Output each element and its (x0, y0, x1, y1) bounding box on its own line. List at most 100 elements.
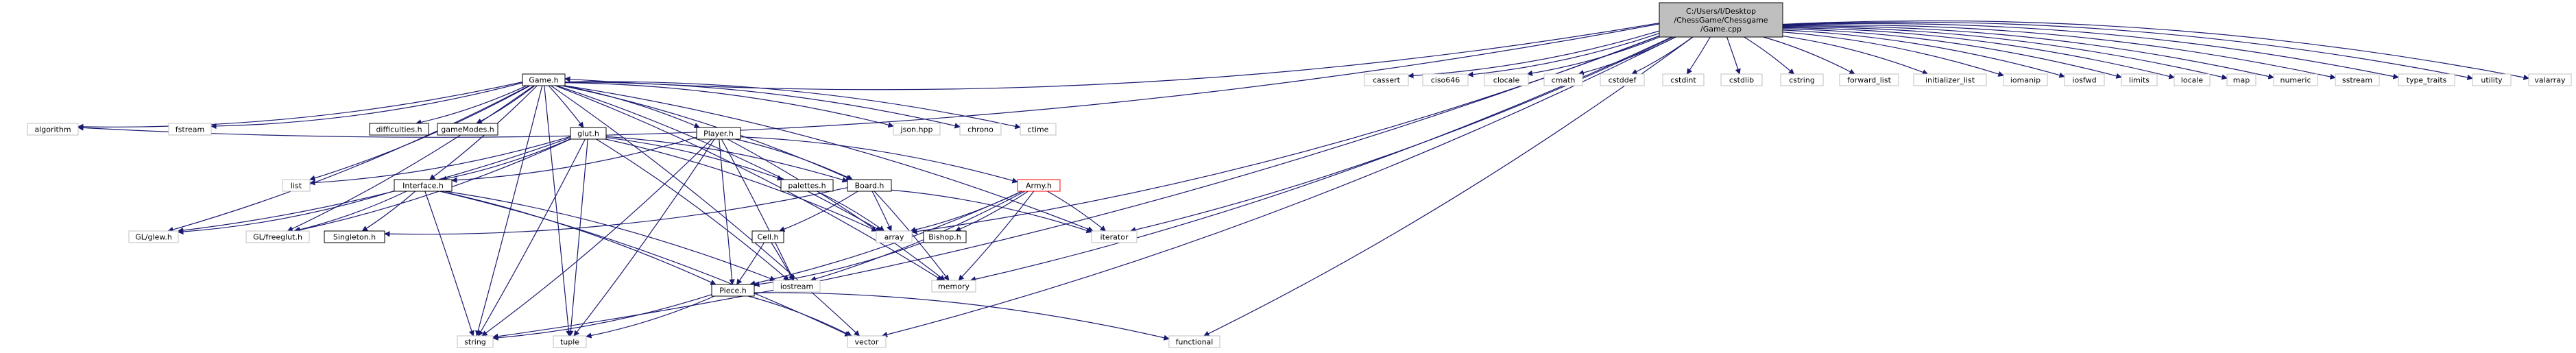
edge-playerh-to-iostream (721, 138, 795, 281)
node-box (1662, 73, 1705, 86)
edge-root-to-forward_list (1763, 36, 1855, 75)
node-label: valarray (2534, 76, 2566, 85)
node-label: /Game.cpp (1700, 25, 1742, 34)
node-iosfwd: iosfwd (2064, 73, 2105, 86)
edge-root-to-memory (970, 36, 1672, 282)
edge-pieceh-to-string (492, 294, 712, 341)
edge-gameh-to-glglew (167, 85, 530, 232)
node-box (773, 280, 821, 293)
node-label: functional (1176, 338, 1214, 347)
edge-armyh-to-array (910, 191, 1023, 233)
node-label: json.hpp (900, 125, 933, 134)
node-box (369, 123, 429, 136)
node-box (457, 335, 494, 348)
node-label: iosfwd (2072, 76, 2096, 85)
node-cellh[interactable]: Cell.h (751, 230, 784, 243)
node-root[interactable]: C:/Users/I/Desktop/ChessGame/Chessgame/G… (1659, 2, 1783, 38)
edge-root-to-numeric (1782, 25, 2274, 80)
edge-armyh-to-iterator (1047, 191, 1107, 232)
edge-root-to-clocale (1526, 36, 1660, 76)
node-label: Army.h (1026, 182, 1052, 191)
node-interfaceh[interactable]: Interface.h (394, 179, 453, 192)
edge-gameh-to-string (475, 85, 543, 337)
edge-gameh-to-array (556, 85, 882, 232)
edge-cellh-to-pieceh (736, 242, 765, 285)
node-iterator: iterator (1091, 230, 1137, 243)
node-pieceh[interactable]: Piece.h (711, 284, 755, 297)
node-boardh[interactable]: Board.h (847, 179, 892, 192)
node-label: Game.h (529, 76, 558, 85)
edge-interfaceh-to-iostream (444, 191, 776, 282)
node-algorithm: algorithm (27, 123, 79, 136)
node-label: glut.h (577, 130, 599, 138)
node-box (394, 179, 453, 192)
node-box (168, 123, 212, 136)
node-label: array (884, 233, 904, 242)
node-array: array (876, 230, 913, 243)
edge-root-to-string (492, 35, 1660, 339)
node-box (847, 335, 887, 348)
edge-palettes-to-array (817, 191, 885, 232)
node-label: Piece.h (719, 287, 747, 295)
node-singleton[interactable]: Singleton.h (324, 230, 385, 243)
node-box (751, 230, 784, 243)
edge-gameh-to-iterator (564, 85, 1094, 232)
node-iomanip: iomanip (2003, 73, 2048, 86)
node-box (2398, 73, 2455, 86)
edge-playerh-to-string (481, 138, 712, 337)
node-box (2528, 73, 2572, 86)
node-box (522, 73, 566, 86)
node-label: GL/glew.h (135, 233, 172, 242)
edge-interfaceh-to-vector (439, 191, 851, 337)
node-label: clocale (1493, 76, 1520, 85)
node-gameh[interactable]: Game.h (522, 73, 566, 86)
node-label: Cell.h (757, 233, 778, 242)
node-initializer_list: initializer_list (1913, 73, 1987, 86)
node-gameModes[interactable]: gameModes.h (437, 123, 498, 136)
edge-root-to-cassert (1408, 30, 1660, 79)
node-gluth[interactable]: glut.h (570, 127, 607, 140)
edge-root-to-ciso646 (1467, 33, 1660, 77)
node-jsonhpp: json.hpp (893, 123, 941, 136)
node-tuple: tuple (553, 335, 587, 348)
edge-pieceh-to-tuple (586, 295, 715, 339)
node-label: palettes.h (788, 182, 826, 191)
node-label: map (2233, 76, 2250, 85)
node-armyh[interactable]: Army.h (1017, 179, 1061, 192)
edge-gameh-to-tuple (544, 85, 572, 337)
node-label: sstream (2342, 76, 2372, 85)
node-label: GL/freeglut.h (253, 233, 302, 242)
edge-root-to-cstdlib (1726, 36, 1741, 75)
edge-root-to-map (1782, 26, 2228, 80)
node-label: C:/Users/I/Desktop (1686, 7, 1756, 16)
edge-playerh-to-memory (727, 138, 946, 281)
node-box (959, 123, 1002, 136)
node-label: Bishop.h (928, 233, 961, 242)
node-playerh[interactable]: Player.h (696, 127, 741, 140)
edge-pieceh-to-functional (754, 292, 1170, 341)
node-box (1168, 335, 1220, 348)
node-label: cmath (1552, 76, 1576, 85)
node-box (780, 179, 834, 192)
node-valarray: valarray (2528, 73, 2572, 86)
edge-root-to-gameh (564, 22, 1660, 90)
node-label: Singleton.h (333, 233, 376, 242)
node-label: initializer_list (1925, 76, 1975, 85)
node-box (1600, 73, 1645, 86)
node-bishop[interactable]: Bishop.h (923, 230, 967, 243)
node-glglew: GL/glew.h (128, 230, 179, 243)
edge-root-to-initializer_list (1782, 35, 1929, 75)
node-functional: functional (1168, 335, 1220, 348)
node-difficulties[interactable]: difficulties.h (369, 123, 429, 136)
node-glfreeglut: GL/freeglut.h (245, 230, 310, 243)
edge-armyh-to-bishop (954, 191, 1028, 232)
node-palettes[interactable]: palettes.h (780, 179, 834, 192)
node-box (2121, 73, 2158, 86)
node-box (437, 123, 498, 136)
edge-root-to-functional (1203, 36, 1694, 337)
node-label: string (464, 338, 486, 347)
node-label: memory (938, 282, 970, 291)
edge-interfaceh-to-pieceh (440, 191, 717, 285)
node-locale: locale (2174, 73, 2211, 86)
